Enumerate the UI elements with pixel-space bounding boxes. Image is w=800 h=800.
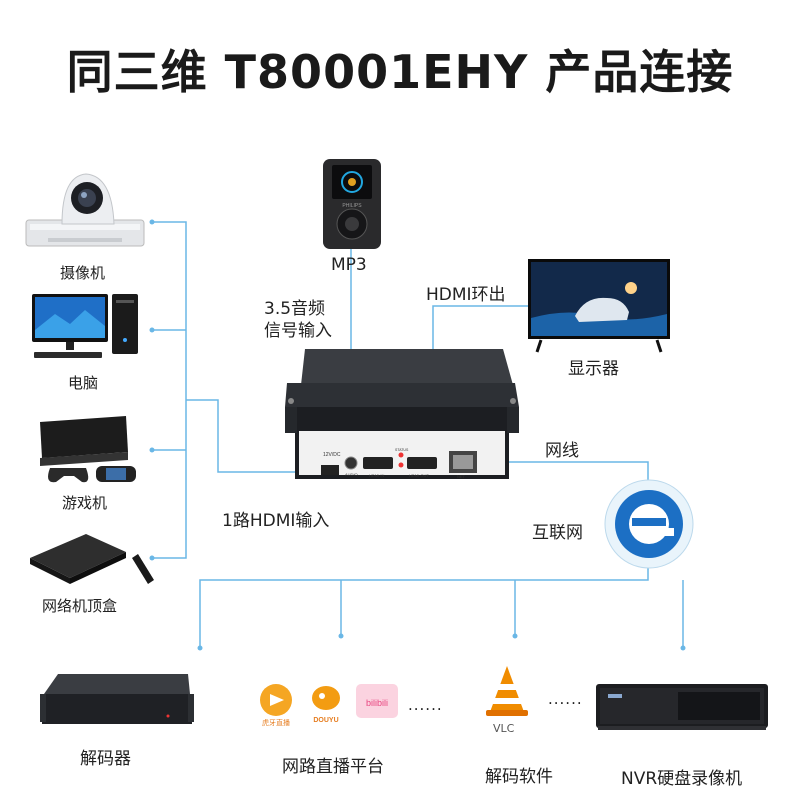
network-cable-label: 网线 [545, 441, 579, 461]
camera-icon [25, 173, 145, 247]
encoder-device-icon: 12V/DC AUDIO HDMI IN STATUS HDMI OUT NET [285, 349, 519, 479]
port-status-label: STATUS [395, 448, 409, 452]
nvr-icon [596, 684, 768, 730]
port-hdmi-out-label: HDMI OUT [409, 473, 429, 478]
vlc-text: VLC [493, 722, 515, 735]
computer-icon [32, 294, 138, 358]
decoding-software-label: 解码软件 [485, 767, 553, 787]
mp3-label: MP3 [331, 255, 367, 275]
douyu-logo-text: DOUYU [313, 717, 338, 724]
nvr-label: NVR硬盘录像机 [621, 769, 743, 789]
hdmi-input-label: 1路HDMI输入 [222, 511, 330, 531]
port-power-label: 12V/DC [323, 452, 341, 458]
huya-logo-text: 虎牙直播 [262, 718, 290, 727]
game-console-icon [40, 416, 136, 483]
game-console-label: 游戏机 [62, 494, 108, 512]
display-icon [528, 259, 670, 353]
mp3-player-icon: PHILIPS [323, 159, 381, 249]
port-audio-label: AUDIO [345, 472, 358, 477]
decoder-icon [40, 674, 194, 724]
set-top-box-icon [30, 534, 154, 584]
port-hdmi-in-label: HDMI IN [369, 473, 384, 478]
streaming-platform-logos: 虎牙直播 DOUYU bilibili [260, 684, 398, 727]
bilibili-logo-text: bilibili [366, 698, 388, 708]
internet-icon [604, 479, 694, 569]
hdmi-loop-out-label: HDMI环出 [426, 285, 506, 305]
ellipsis-2: ...... [548, 690, 583, 708]
camera-label: 摄像机 [60, 264, 106, 282]
ellipsis-1: ...... [408, 696, 443, 714]
audio-input-label-line1: 3.5音频 [264, 299, 326, 319]
vlc-icon [486, 666, 528, 716]
set-top-box-label: 网络机顶盒 [42, 597, 118, 615]
streaming-platform-label: 网路直播平台 [282, 757, 384, 777]
page-title: 同三维 T80001EHY 产品连接 [66, 45, 734, 99]
decoder-label: 解码器 [80, 749, 131, 769]
port-net-label: NET [457, 474, 466, 479]
display-label: 显示器 [568, 359, 619, 379]
computer-label: 电脑 [68, 374, 99, 392]
audio-input-label-line2: 信号输入 [264, 321, 332, 341]
internet-label: 互联网 [532, 523, 583, 543]
mp3-brand: PHILIPS [342, 203, 362, 209]
